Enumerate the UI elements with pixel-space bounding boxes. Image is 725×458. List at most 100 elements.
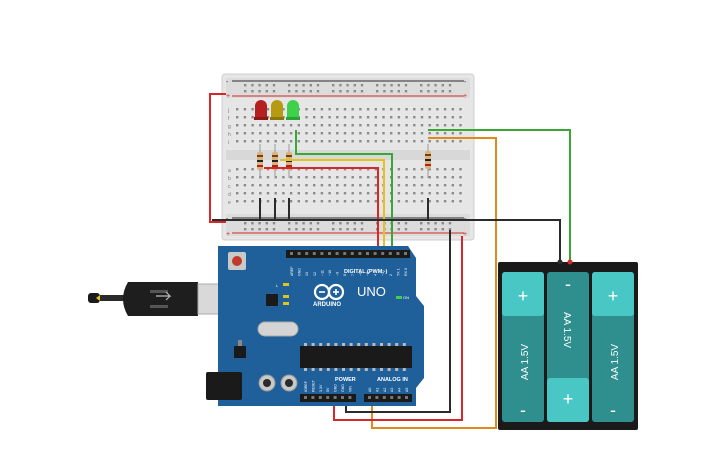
breadboard-hole	[366, 108, 370, 111]
rail-hole	[360, 228, 364, 231]
breadboard-hole	[351, 184, 354, 187]
breadboard-hole	[320, 176, 324, 179]
digital-pin-hole[interactable]	[305, 252, 309, 255]
breadboard-hole	[328, 132, 331, 135]
rail-hole	[404, 90, 408, 93]
rail-hole	[295, 90, 298, 93]
power-pin-hole[interactable]	[304, 396, 307, 399]
led-yellow[interactable]	[270, 100, 284, 120]
breadboard-hole	[313, 108, 316, 111]
resistor-2[interactable]	[272, 144, 278, 178]
chip-leg	[304, 343, 307, 346]
analog-pin-hole[interactable]	[390, 396, 394, 399]
breadboard-hole	[436, 176, 439, 179]
digital-pin-hole[interactable]	[373, 252, 377, 255]
rail-hole	[316, 222, 320, 225]
breadboard-hole	[289, 200, 293, 203]
wire-black-battery[interactable]	[212, 219, 561, 262]
rail-hole	[302, 222, 305, 225]
breadboard-hole	[282, 176, 285, 179]
resistor-1[interactable]	[257, 144, 263, 178]
power-pin-hole[interactable]	[326, 396, 330, 399]
rail-hole	[427, 90, 430, 93]
chip-leg	[319, 368, 323, 371]
breadboard-hole	[374, 124, 377, 127]
analog-pin-label: A2	[383, 388, 387, 392]
resistor-4[interactable]	[425, 144, 431, 178]
power-pin-label: IOREF	[304, 380, 308, 392]
battery-terminal-plus[interactable]	[567, 259, 573, 265]
chip-leg	[349, 343, 353, 346]
digital-pin-hole[interactable]	[328, 252, 331, 255]
digital-pin-hole[interactable]	[388, 252, 392, 255]
breadboard-hole	[443, 168, 447, 171]
reset-button[interactable]	[232, 256, 242, 266]
rail-hole	[420, 84, 423, 87]
breadboard-hole	[359, 124, 362, 127]
power-pin-label: GND	[341, 384, 345, 392]
wire-orange-analog[interactable]	[371, 137, 497, 429]
led-red[interactable]	[254, 100, 268, 120]
breadboard-hole	[390, 124, 393, 127]
rail-hole	[346, 90, 349, 93]
digital-pin-hole[interactable]	[396, 252, 400, 255]
analog-pin-hole[interactable]	[368, 396, 371, 399]
digital-pin-hole[interactable]	[343, 252, 347, 255]
breadboard-hole	[336, 108, 339, 111]
analog-pin-hole[interactable]	[397, 396, 401, 399]
digital-pin-hole[interactable]	[320, 252, 324, 255]
wire-red-5v[interactable]	[333, 236, 463, 421]
digital-pin-hole[interactable]	[366, 252, 369, 255]
breadboard-hole	[413, 184, 416, 187]
row-letter-j: j	[227, 108, 229, 114]
power-pin-hole[interactable]	[311, 396, 315, 399]
wire-green-battery[interactable]	[428, 129, 571, 262]
breadboard-hole	[336, 116, 339, 119]
rail-hole	[434, 228, 437, 231]
breadboard-hole	[351, 168, 354, 171]
power-pin-hole[interactable]	[318, 396, 322, 399]
wire-red-digital[interactable]	[264, 167, 379, 252]
digital-pin-hole[interactable]	[312, 252, 316, 255]
arduino-logo-icon	[313, 283, 345, 301]
wire-red-rail-left[interactable]	[209, 93, 226, 223]
breadboard-hole	[351, 108, 354, 111]
analog-pin-hole[interactable]	[382, 396, 386, 399]
breadboard-hole	[289, 176, 293, 179]
rail-hole	[332, 84, 335, 87]
led-green[interactable]	[286, 100, 300, 120]
breadboard-hole	[243, 200, 247, 203]
power-jack[interactable]	[206, 372, 242, 400]
rail-hole	[420, 228, 423, 231]
power-pin-hole[interactable]	[341, 396, 344, 399]
digital-pin-hole[interactable]	[290, 252, 293, 255]
breadboard-hole	[328, 140, 331, 143]
power-pin-hole[interactable]	[333, 396, 337, 399]
rail-minus-sign-top-left: -	[226, 79, 229, 86]
chip-leg	[387, 343, 391, 346]
analog-pin-hole[interactable]	[405, 396, 408, 399]
digital-pin-hole[interactable]	[358, 252, 362, 255]
breadboard-hole	[397, 132, 401, 135]
battery-pack[interactable]: + - AA 1.5V - + AA 1.5V + - AA 1.5V	[498, 259, 638, 431]
breadboard-hole	[328, 200, 331, 203]
digital-pin-hole[interactable]	[350, 252, 354, 255]
usb-cable[interactable]	[88, 282, 235, 316]
analog-pin-hole[interactable]	[375, 396, 379, 399]
breadboard-hole	[374, 168, 377, 171]
battery-terminal-minus[interactable]	[557, 259, 563, 265]
breadboard-hole	[328, 124, 331, 127]
digital-pin-label: ~6	[358, 272, 362, 276]
power-pin-hole[interactable]	[348, 396, 352, 399]
digital-pin-hole[interactable]	[335, 252, 339, 255]
breadboard-hole	[236, 108, 239, 111]
digital-pin-hole[interactable]	[404, 252, 407, 255]
rail-hole	[427, 84, 430, 87]
arduino-model: UNO	[357, 284, 386, 299]
wire-yellow-digital[interactable]	[280, 159, 385, 252]
digital-pin-hole[interactable]	[297, 252, 301, 255]
wire-green-digital[interactable]	[295, 130, 393, 252]
digital-pin-hole[interactable]	[381, 252, 385, 255]
